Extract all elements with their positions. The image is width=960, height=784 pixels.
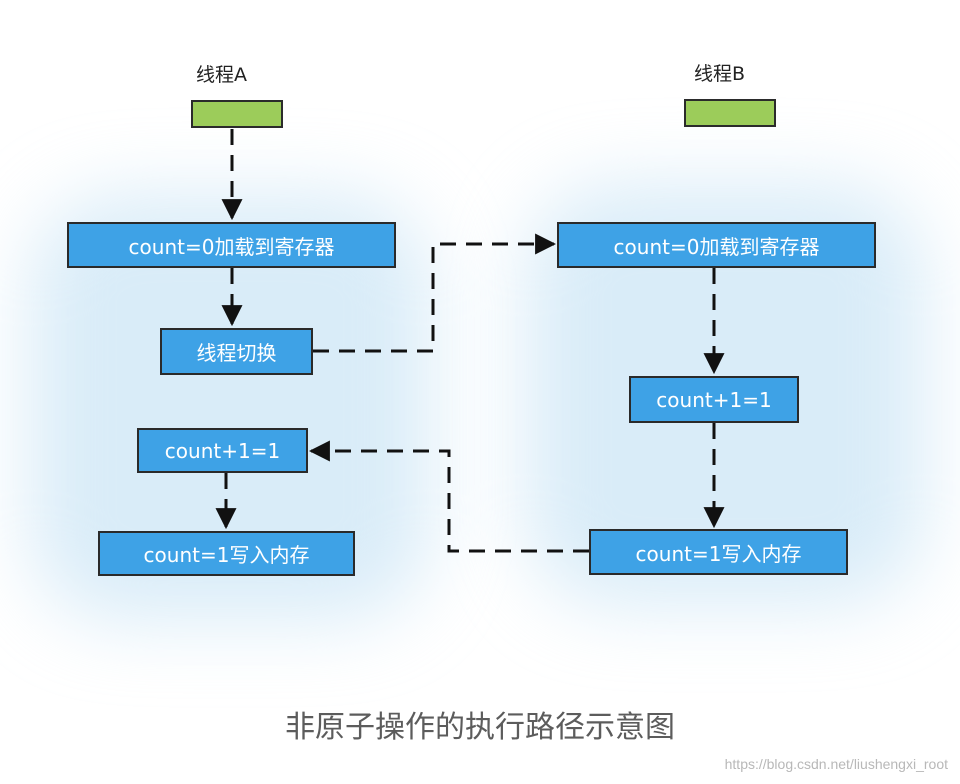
thread-a-title: 线程A xyxy=(196,64,247,86)
watermark-url: https://blog.csdn.net/liushengxi_root xyxy=(724,756,948,772)
thread-a-bar xyxy=(191,100,283,128)
thread-a-increment-box: count+1=1 xyxy=(137,428,308,473)
thread-b-write-box: count=1写入内存 xyxy=(589,529,848,575)
arrow-b-write-to-a-increment xyxy=(308,440,589,553)
thread-b-load-box: count=0加载到寄存器 xyxy=(557,222,876,268)
thread-b-bar xyxy=(684,99,776,127)
thread-a-write-box: count=1写入内存 xyxy=(98,531,355,576)
figure-caption: 非原子操作的执行路径示意图 xyxy=(285,710,675,745)
thread-a-load-box: count=0加载到寄存器 xyxy=(67,222,396,268)
arrow-switch-to-b-load xyxy=(313,233,557,353)
thread-b-title: 线程B xyxy=(694,63,746,85)
thread-b-increment-box: count+1=1 xyxy=(629,376,799,423)
thread-a-switch-box: 线程切换 xyxy=(160,328,313,375)
